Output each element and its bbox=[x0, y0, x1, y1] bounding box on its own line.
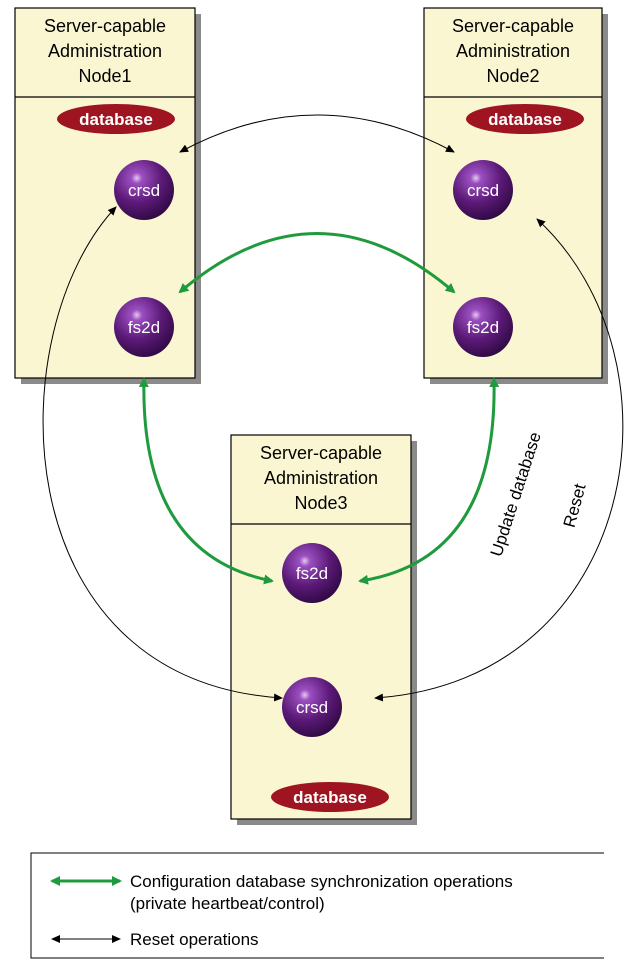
node1-title-line2: Administration bbox=[48, 41, 162, 61]
node2-title-line2: Administration bbox=[456, 41, 570, 61]
node1-crsd-label: crsd bbox=[128, 181, 160, 200]
node1-database: database bbox=[57, 104, 175, 134]
node2-database: database bbox=[466, 104, 584, 134]
node2-crsd: crsd bbox=[453, 160, 513, 220]
node3-title-line1: Server-capable bbox=[260, 443, 382, 463]
node3-crsd-label: crsd bbox=[296, 698, 328, 717]
node3-fs2d-label: fs2d bbox=[296, 564, 328, 583]
node3-title-line2: Administration bbox=[264, 468, 378, 488]
node2-title-line1: Server-capable bbox=[452, 16, 574, 36]
legend-sync-line1: Configuration database synchronization o… bbox=[130, 872, 513, 891]
update-database-label: Update database bbox=[487, 430, 545, 559]
node3-crsd: crsd bbox=[282, 677, 342, 737]
node1-fs2d-label: fs2d bbox=[128, 318, 160, 337]
node3-title-line3: Node3 bbox=[294, 493, 347, 513]
sync-arrow-node1-node2 bbox=[178, 232, 456, 294]
legend-sync-line2: (private heartbeat/control) bbox=[130, 894, 325, 913]
legend-reset-text: Reset operations bbox=[130, 930, 259, 949]
node3-database-label: database bbox=[293, 788, 367, 807]
node1-title-line3: Node1 bbox=[78, 66, 131, 86]
legend: Configuration database synchronization o… bbox=[30, 852, 604, 959]
node2-crsd-label: crsd bbox=[467, 181, 499, 200]
node1-database-label: database bbox=[79, 110, 153, 129]
node3-fs2d: fs2d bbox=[282, 543, 342, 603]
reset-arrow-node2-node3 bbox=[374, 218, 624, 702]
reset-arrow-node1-node2 bbox=[179, 114, 455, 153]
node2-title-line3: Node2 bbox=[486, 66, 539, 86]
node3-box: Server-capable Administration Node3 bbox=[230, 434, 417, 825]
reset-label: Reset bbox=[560, 481, 590, 529]
node2-box: Server-capable Administration Node2 bbox=[423, 7, 608, 384]
reset-arrow-node1-node3 bbox=[42, 206, 283, 702]
node3-database: database bbox=[271, 782, 389, 812]
node2-fs2d-label: fs2d bbox=[467, 318, 499, 337]
node2-fs2d: fs2d bbox=[453, 297, 513, 357]
node1-title-line1: Server-capable bbox=[44, 16, 166, 36]
node1-crsd: crsd bbox=[114, 160, 174, 220]
node1-fs2d: fs2d bbox=[114, 297, 174, 357]
node2-database-label: database bbox=[488, 110, 562, 129]
reset-arrows bbox=[42, 114, 624, 702]
